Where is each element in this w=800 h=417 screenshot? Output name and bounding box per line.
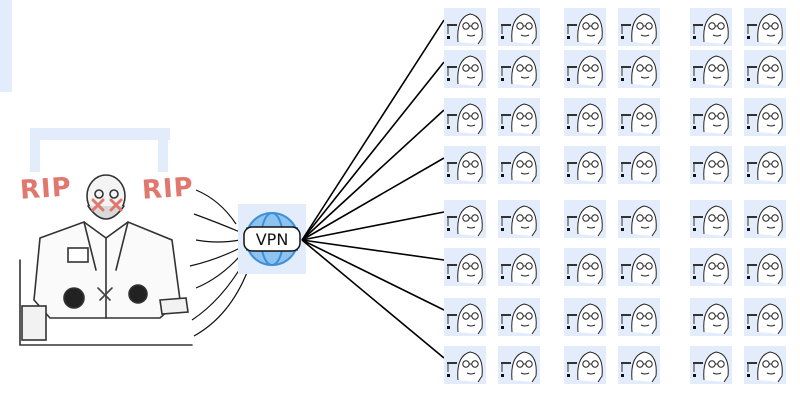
wojak-face-icon (618, 8, 660, 46)
wojak-face-icon (690, 298, 732, 336)
wojak-face-icon (498, 8, 540, 46)
wojak-face-icon (618, 298, 660, 336)
vpn-connection-line (301, 239, 445, 261)
wojak-face-icon (444, 248, 486, 286)
vpn-connection-line (301, 19, 445, 241)
wojak-face-icon (498, 50, 540, 88)
vpn-fanout-lines (301, 19, 445, 359)
wojak-face-icon (744, 50, 786, 88)
rip-label-right: RIP (141, 172, 195, 206)
vpn-connection-line (301, 157, 445, 241)
rip-label-left: RIP (19, 172, 73, 206)
wojak-face-icon (744, 346, 786, 384)
wojak-face-icon (564, 298, 606, 336)
wojak-face-icon (690, 346, 732, 384)
wojak-face-icon (444, 98, 486, 136)
wojak-face-icon (498, 200, 540, 238)
vpn-connection-line (301, 61, 445, 241)
wojak-face-icon (690, 248, 732, 286)
vpn-connection-line (301, 109, 445, 241)
speaker-backdrop (30, 128, 170, 178)
wojak-face-icon (744, 146, 786, 184)
wojak-face-icon (498, 248, 540, 286)
wojak-face-icon (744, 248, 786, 286)
wojak-face-icon (618, 200, 660, 238)
wojak-face-icon (744, 200, 786, 238)
wojak-face-icon (690, 98, 732, 136)
wojak-face-icon (444, 346, 486, 384)
wojak-face-icon (690, 146, 732, 184)
wojak-face-icon (744, 8, 786, 46)
wojak-face-icon (444, 200, 486, 238)
vpn-connection-line (301, 239, 445, 311)
wojak-face-icon (618, 146, 660, 184)
wojak-face-icon (498, 98, 540, 136)
vpn-label: VPN (256, 230, 289, 249)
wojak-face-icon (564, 146, 606, 184)
vpn-connection-line (301, 211, 445, 241)
wojak-face-icon (564, 50, 606, 88)
vpn-connection-line (301, 239, 445, 359)
wojak-face-icon (564, 248, 606, 286)
vpn-globe-icon: VPN (238, 204, 306, 274)
wojak-face-icon (618, 98, 660, 136)
wojak-face-icon (444, 50, 486, 88)
dead-eyes-mark (91, 198, 123, 212)
wojak-face-icon (618, 248, 660, 286)
wojak-face-icon (618, 50, 660, 88)
wojak-face-icon (690, 200, 732, 238)
wojak-face-icon (498, 298, 540, 336)
wojak-face-icon (444, 298, 486, 336)
wojak-face-icon (618, 346, 660, 384)
wojak-face-icon (444, 8, 486, 46)
wojak-face-icon (744, 98, 786, 136)
wojak-face-icon (444, 146, 486, 184)
wojak-face-icon (690, 50, 732, 88)
wojak-face-icon (564, 200, 606, 238)
wojak-face-icon (564, 346, 606, 384)
top-left-blue-strip (0, 0, 12, 92)
speaker-figure (19, 172, 193, 346)
wojak-face-icon (498, 146, 540, 184)
wojak-face-icon (498, 346, 540, 384)
wojak-face-icon (744, 298, 786, 336)
wojak-face-icon (564, 98, 606, 136)
wojak-crowd-grid (444, 8, 786, 384)
wojak-face-icon (690, 8, 732, 46)
wojak-face-icon (564, 8, 606, 46)
